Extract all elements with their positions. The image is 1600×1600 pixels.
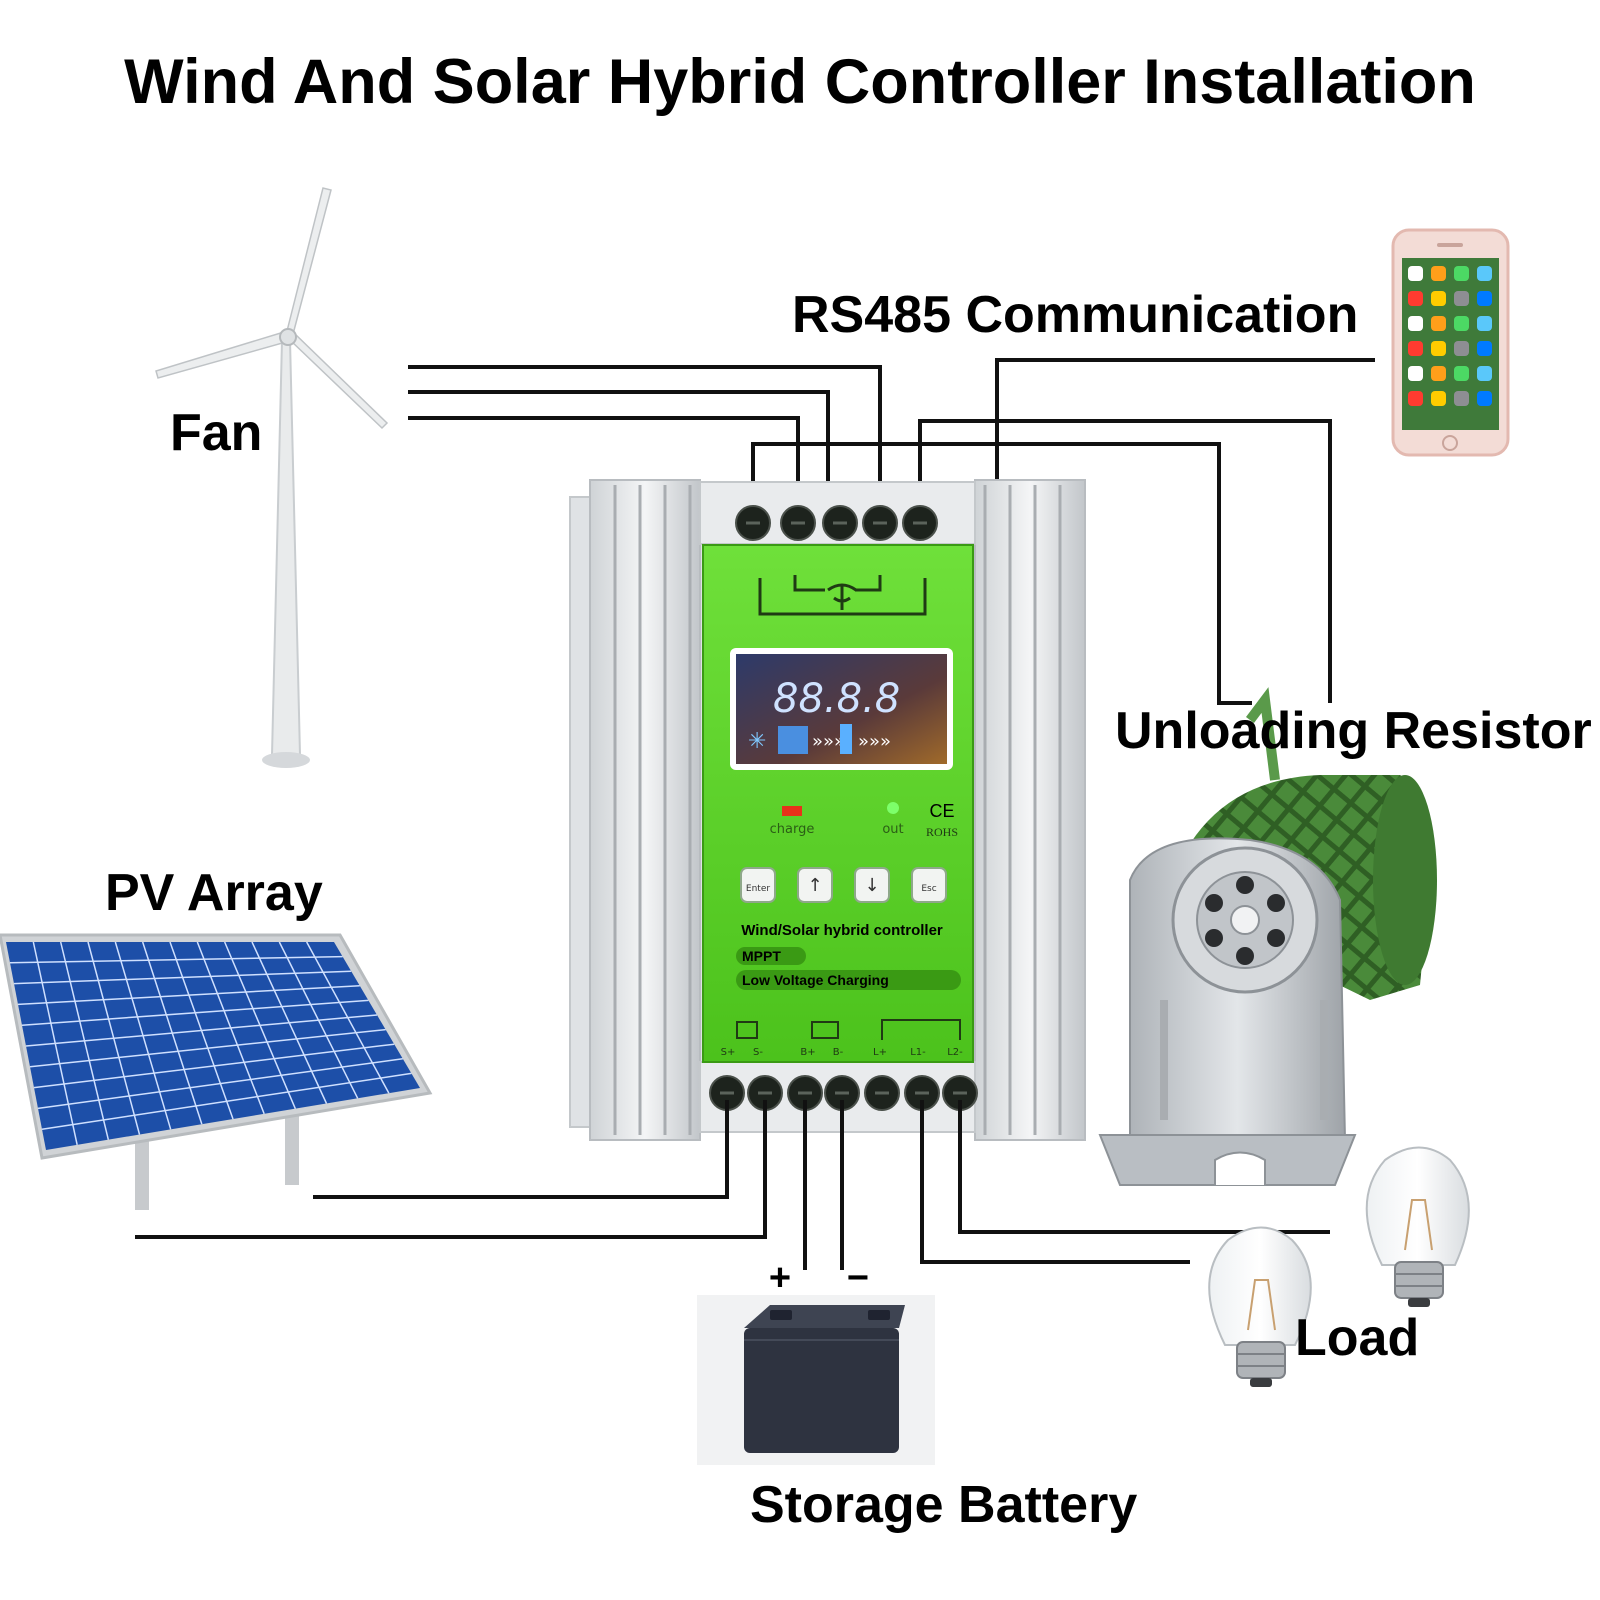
load-terminal-icon <box>881 1019 961 1040</box>
lcd-battery-icon <box>840 724 852 754</box>
lcd-fan-icon: ✳ <box>748 729 766 754</box>
battery-terminal-icon <box>811 1021 839 1039</box>
bottom-terminal-screw <box>864 1075 900 1111</box>
top-terminal-screw <box>902 505 938 541</box>
load-label: Load <box>1295 1309 1419 1367</box>
terminal-label: S+ <box>721 1047 736 1058</box>
lcd-arrows-1: »»» <box>812 731 845 752</box>
mppt-label: MPPT <box>742 948 781 964</box>
bottom-terminal-screw <box>942 1075 978 1111</box>
terminal-icons <box>736 1019 961 1040</box>
mppt-pill <box>736 947 806 965</box>
svg-text:Enter: Enter <box>746 884 770 894</box>
controller-button-1[interactable]: ↑ <box>797 867 833 903</box>
wiring-bottom <box>135 1100 1330 1270</box>
rohs-mark: ROHS <box>926 825 958 839</box>
lcd-digits: 88.8.8 <box>773 676 900 722</box>
unloading-resistor-icon <box>1098 687 1437 1186</box>
wind-turbine-icon <box>155 187 389 768</box>
controller-button-3[interactable]: Esc <box>911 867 947 903</box>
lcd-arrows-2: »»» <box>858 731 891 752</box>
top-terminal-screw <box>735 505 771 541</box>
unloading-resistor-label: Unloading Resistor <box>1115 702 1592 760</box>
rs485-label: RS485 Communication <box>792 286 1358 344</box>
out-led-icon <box>887 802 899 814</box>
solar-panel-icon <box>0 933 433 1210</box>
terminal-label: B- <box>833 1047 844 1058</box>
battery-plus-label: + <box>769 1257 791 1299</box>
top-terminal-screw <box>862 505 898 541</box>
ce-mark: CE <box>929 801 954 821</box>
battery-minus-label: − <box>847 1257 869 1299</box>
svg-text:↑: ↑ <box>807 875 822 896</box>
terminal-label: L2- <box>947 1047 963 1058</box>
controller-button-0[interactable]: Enter <box>740 867 776 903</box>
low-voltage-pill <box>736 970 961 990</box>
svg-text:Esc: Esc <box>921 884 936 894</box>
controller-button-2[interactable]: ↓ <box>854 867 890 903</box>
terminal-label: L+ <box>873 1047 887 1058</box>
pv-array-label: PV Array <box>105 864 323 922</box>
light-bulb-icon <box>1365 1146 1470 1307</box>
controller-logo-icon <box>758 575 927 616</box>
smartphone-icon <box>1391 228 1510 457</box>
svg-text:↓: ↓ <box>864 875 879 896</box>
lcd-solar-icon <box>778 726 808 754</box>
storage-battery-label: Storage Battery <box>750 1476 1137 1534</box>
terminal-label: L1- <box>910 1047 926 1058</box>
diagram-title: Wind And Solar Hybrid Controller Install… <box>124 47 1476 117</box>
storage-battery-icon <box>697 1295 935 1465</box>
charge-label: charge <box>770 822 815 837</box>
hybrid-controller: 88.8.8 »»» »»» ✳ charge out CE ROHS Ente… <box>569 479 1086 1141</box>
light-bulb-icon <box>1208 1226 1312 1387</box>
top-terminal-screw <box>780 505 816 541</box>
terminal-label: B+ <box>800 1047 815 1058</box>
product-name: Wind/Solar hybrid controller <box>741 922 943 939</box>
solar-terminal-icon <box>736 1021 758 1039</box>
wiring-top <box>408 358 1375 705</box>
top-terminal-screw <box>822 505 858 541</box>
out-label: out <box>882 822 903 837</box>
fan-label: Fan <box>170 404 262 462</box>
low-voltage-label: Low Voltage Charging <box>742 972 889 988</box>
charge-led-icon <box>782 806 802 816</box>
terminal-label: S- <box>753 1047 763 1058</box>
